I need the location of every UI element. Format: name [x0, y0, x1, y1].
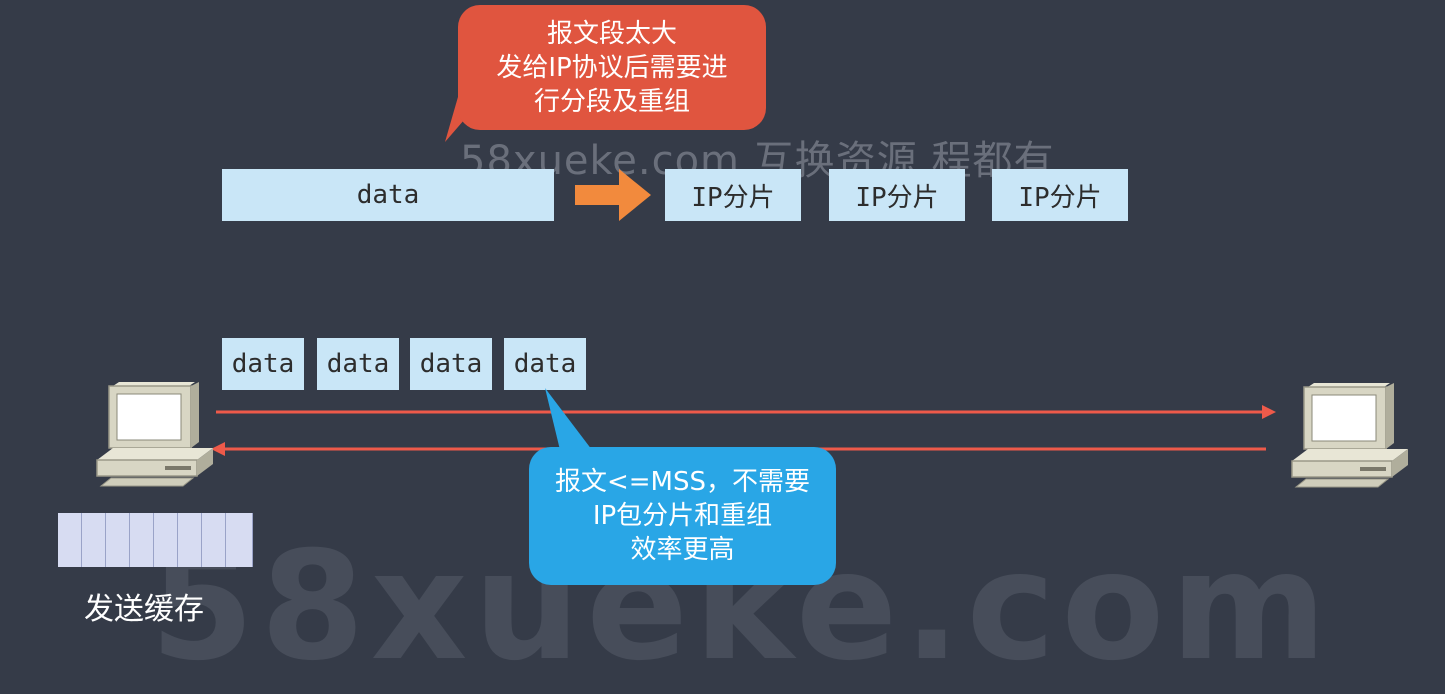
top-callout: 报文段太大 发给IP协议后需要进 行分段及重组	[458, 5, 766, 130]
send-buffer-label: 发送缓存	[84, 592, 204, 627]
ip-fragment-label: IP分片	[855, 182, 939, 213]
buffer-cell	[58, 513, 82, 567]
packet-1: data	[222, 338, 304, 390]
bottom-callout: 报文<=MSS，不需要 IP包分片和重组 效率更高	[529, 447, 836, 585]
buffer-cell	[226, 513, 253, 567]
packet-4: data	[504, 338, 586, 390]
bottom-callout-line-1: 报文<=MSS，不需要	[554, 467, 810, 497]
send-buffer	[58, 513, 253, 567]
send-arrow	[216, 405, 1276, 419]
packet-3: data	[410, 338, 492, 390]
buffer-cell	[202, 513, 226, 567]
large-data-segment: data	[222, 169, 554, 221]
receiver-computer-icon	[1291, 383, 1408, 488]
ip-fragment-label: IP分片	[691, 182, 775, 213]
ip-fragment-1: IP分片	[665, 169, 801, 221]
ip-fragment-2: IP分片	[829, 169, 965, 221]
large-data-label: data	[356, 180, 420, 210]
buffer-cell	[154, 513, 178, 567]
packet-label: data	[326, 349, 390, 379]
top-callout-line-1: 报文段太大	[546, 18, 677, 49]
top-callout-line-2: 发给IP协议后需要进	[496, 52, 728, 83]
buffer-cell	[106, 513, 130, 567]
ip-fragment-label: IP分片	[1018, 182, 1102, 213]
buffer-cell	[178, 513, 202, 567]
buffer-cell	[82, 513, 106, 567]
sender-computer-icon	[96, 382, 213, 487]
bottom-callout-line-2: IP包分片和重组	[592, 501, 773, 531]
packet-label: data	[231, 349, 295, 379]
packet-label: data	[419, 349, 483, 379]
fragment-arrow-icon	[575, 169, 651, 221]
packet-2: data	[317, 338, 399, 390]
bottom-callout-pointer	[545, 388, 592, 450]
packet-label: data	[513, 349, 577, 379]
bottom-callout-line-3: 效率更高	[630, 535, 735, 565]
top-callout-line-3: 行分段及重组	[533, 86, 690, 117]
buffer-cell	[130, 513, 154, 567]
ip-fragment-3: IP分片	[992, 169, 1128, 221]
